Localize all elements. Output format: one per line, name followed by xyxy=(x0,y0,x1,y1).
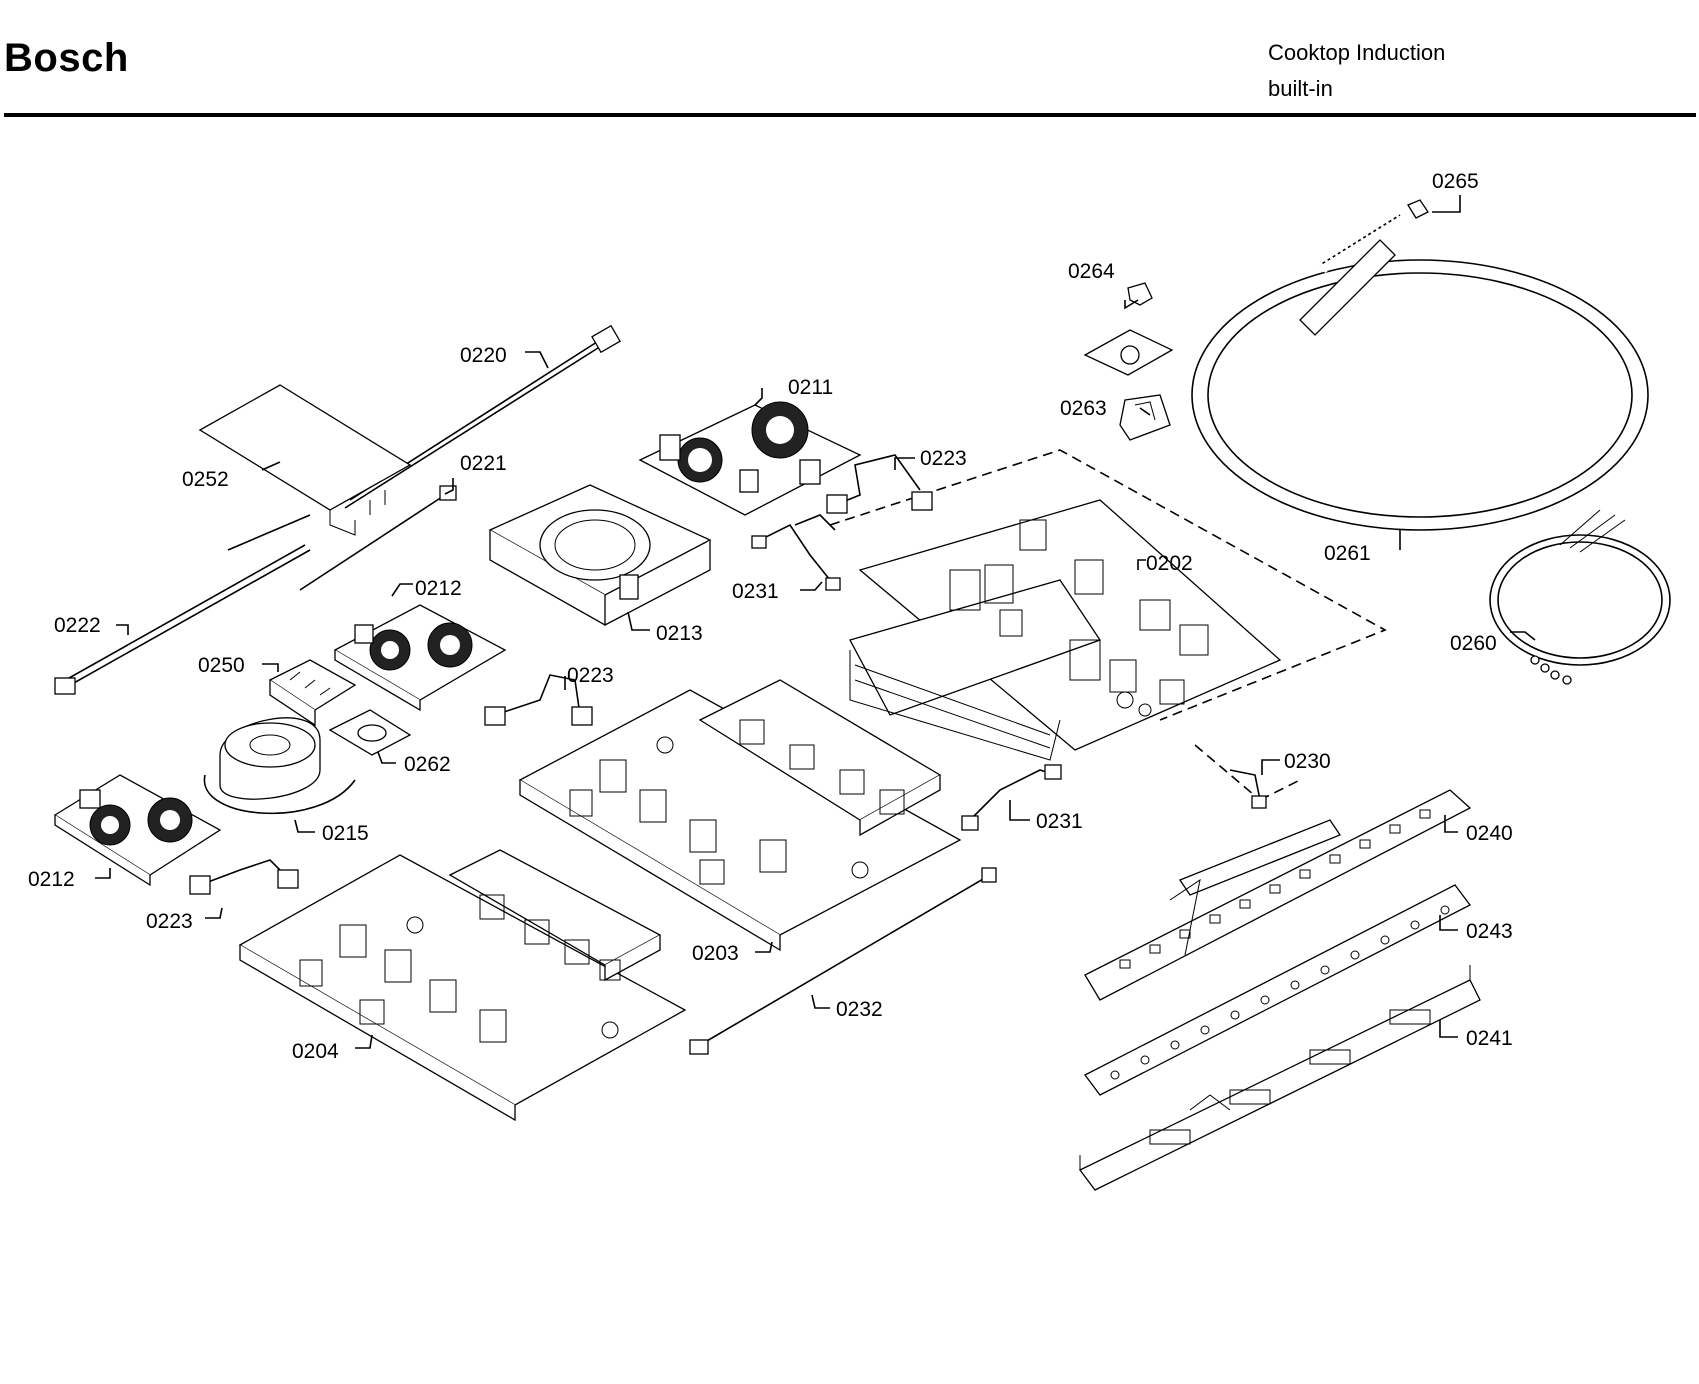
callout-0232: 0232 xyxy=(836,998,883,1021)
part-0243-keypad-overlay[interactable] xyxy=(1084,884,1471,1096)
callout-0222: 0222 xyxy=(54,614,101,637)
part-0230-connector[interactable] xyxy=(1229,769,1267,809)
part-0223-harness-top[interactable] xyxy=(826,454,933,514)
part-0213-fan-housing[interactable] xyxy=(488,484,712,627)
part-0240-control-board[interactable] xyxy=(1084,789,1472,1001)
callout-0240: 0240 xyxy=(1466,822,1513,845)
part-0263-bracket[interactable] xyxy=(1083,329,1174,441)
part-0211-filter-board[interactable] xyxy=(638,401,862,516)
callout-0212-middle: 0212 xyxy=(415,577,462,600)
callout-0202: 0202 xyxy=(1146,552,1193,575)
product-subtitle: built-in xyxy=(1268,76,1333,101)
part-0223-harness-middle[interactable] xyxy=(484,674,593,726)
callout-labels: 0265 0264 0220 0211 0263 0221 0252 0223 … xyxy=(28,170,1513,1063)
callout-0231-lower: 0231 xyxy=(1036,810,1083,833)
part-0232-harness[interactable] xyxy=(689,867,997,1055)
callout-0221: 0221 xyxy=(460,452,507,475)
callout-0211: 0211 xyxy=(788,376,833,399)
callout-0220: 0220 xyxy=(460,344,507,367)
part-0212-filter-board-middle[interactable] xyxy=(333,604,507,712)
callout-0231-upper: 0231 xyxy=(732,580,779,603)
part-0262-sensor-bracket[interactable] xyxy=(328,709,412,756)
part-0204-power-board[interactable] xyxy=(238,849,687,1122)
callout-0243: 0243 xyxy=(1466,920,1513,943)
part-0223-harness-lower[interactable] xyxy=(189,859,299,895)
part-0203-power-board[interactable] xyxy=(518,679,962,952)
callout-0264: 0264 xyxy=(1068,260,1115,283)
callout-0213: 0213 xyxy=(656,622,703,645)
part-0215-fan[interactable] xyxy=(203,717,356,815)
part-0260-wire-coil[interactable] xyxy=(1489,509,1671,685)
callout-0252: 0252 xyxy=(182,468,229,491)
callout-0261: 0261 xyxy=(1324,542,1371,565)
leader-lines xyxy=(95,195,1536,1049)
part-0202-power-board[interactable] xyxy=(829,449,1387,801)
callout-0215: 0215 xyxy=(322,822,369,845)
header-divider xyxy=(4,113,1696,117)
product-title: Cooktop Induction xyxy=(1268,40,1446,65)
part-0241-frame[interactable] xyxy=(1079,965,1481,1191)
part-0231-harness-lower[interactable] xyxy=(961,764,1062,831)
callout-0223-middle: 0223 xyxy=(567,664,614,687)
callout-0204: 0204 xyxy=(292,1040,339,1063)
callout-0203: 0203 xyxy=(692,942,739,965)
part-0265-clip[interactable] xyxy=(1407,199,1429,219)
callout-0250: 0250 xyxy=(198,654,245,677)
callout-0262: 0262 xyxy=(404,753,451,776)
part-0231-harness-upper[interactable] xyxy=(751,514,841,591)
callout-0260: 0260 xyxy=(1450,632,1497,655)
callout-0230: 0230 xyxy=(1284,750,1331,773)
callout-0241: 0241 xyxy=(1466,1027,1513,1050)
callout-0212-lower: 0212 xyxy=(28,868,75,891)
brand-name: Bosch xyxy=(4,36,129,80)
part-0261-cable-hose[interactable] xyxy=(1191,206,1649,531)
part-0222-cable[interactable] xyxy=(54,544,311,695)
callout-0265: 0265 xyxy=(1432,170,1479,193)
part-0250-connector-block[interactable] xyxy=(268,659,357,727)
part-0212-filter-board-lower[interactable] xyxy=(53,774,222,887)
callout-0223-top: 0223 xyxy=(920,447,967,470)
callout-0223-lower: 0223 xyxy=(146,910,193,933)
callout-0263: 0263 xyxy=(1060,397,1107,420)
part-0252-cover[interactable] xyxy=(198,384,412,536)
part-0264-bracket[interactable] xyxy=(1127,282,1153,306)
